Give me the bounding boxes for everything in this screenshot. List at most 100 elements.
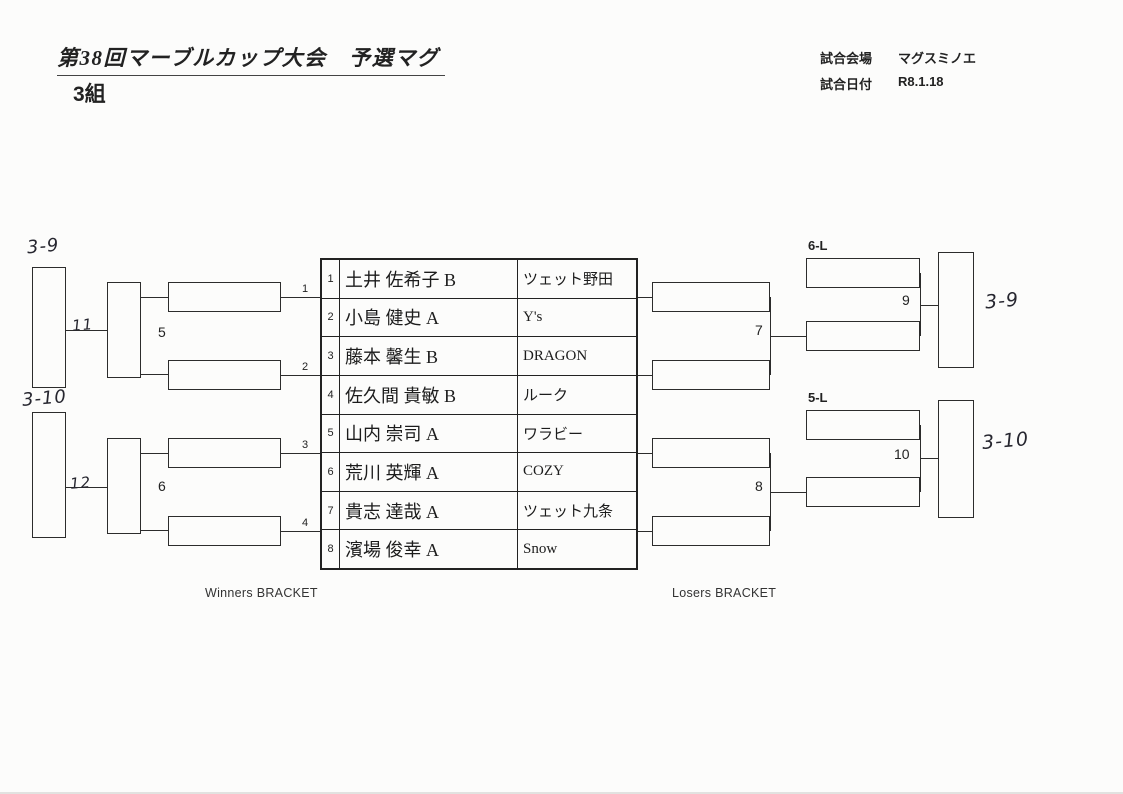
team-name: ツェット野田 xyxy=(523,272,614,289)
venue-value: マグスミノエ xyxy=(898,51,977,66)
bracket-line xyxy=(141,374,168,375)
venue-label: 試合会場 xyxy=(820,51,873,66)
match-number-1: 1 xyxy=(302,283,309,295)
bracket-line xyxy=(920,273,921,336)
losers-semi-box-8w xyxy=(806,477,920,507)
seed-number: 1 xyxy=(322,260,340,298)
losers-semi-box-6l xyxy=(806,258,920,288)
bracket-line xyxy=(638,453,652,454)
losers-final-box-top xyxy=(938,252,974,368)
winners-semi-box-6 xyxy=(107,438,141,534)
match-number-8: 8 xyxy=(755,478,763,494)
losers-final-box-bottom xyxy=(938,400,974,518)
bracket-line xyxy=(141,453,168,454)
player-name: 小島 健史 A xyxy=(340,298,518,337)
bracket-line xyxy=(66,487,107,488)
match-number-4: 4 xyxy=(302,517,309,529)
group-label: 3組 xyxy=(73,83,106,106)
winners-match-box-4 xyxy=(168,516,281,546)
losers-semi-box-5l xyxy=(806,410,920,440)
bracket-line xyxy=(920,305,938,306)
bracket-line xyxy=(920,458,938,459)
seed-number: 2 xyxy=(322,298,340,337)
match-number-6: 6 xyxy=(158,478,166,494)
bracket-line xyxy=(770,492,806,493)
bracket-line xyxy=(281,453,320,454)
table-row: 6 荒川 英輝 A COZY xyxy=(322,453,636,492)
players-table: 1 土井 佐希子 B ツェット野田 2 小島 健史 A Y's 3 藤本 馨生 … xyxy=(320,258,638,570)
handwritten-result-top-left: 3-9 xyxy=(26,234,61,259)
player-name: 土井 佐希子 B xyxy=(340,260,518,298)
bracket-line xyxy=(141,297,168,298)
venue-row: 試合会場 マグスミノエ xyxy=(820,48,976,67)
seed-number: 3 xyxy=(322,337,340,375)
table-row: 4 佐久間 貴敏 B ルーク xyxy=(322,375,636,415)
team-name: COZY xyxy=(523,463,564,480)
player-name: 山内 崇司 A xyxy=(340,414,518,453)
seed-number: 6 xyxy=(322,453,340,491)
seed-number: 5 xyxy=(322,414,340,453)
bracket-line xyxy=(66,330,107,331)
team-name: ルーク xyxy=(523,388,569,405)
handwritten-result-bottom-right: 3-10 xyxy=(981,427,1030,455)
bracket-line xyxy=(638,375,652,376)
bracket-line xyxy=(281,531,320,532)
date-value: R8.1.18 xyxy=(898,74,944,89)
team-name: ツェット九条 xyxy=(523,504,614,521)
player-name: 佐久間 貴敏 B xyxy=(340,375,518,414)
match-number-5: 5 xyxy=(158,324,166,340)
table-row: 7 貴志 達哉 A ツェット九条 xyxy=(322,491,636,531)
handwritten-result-top-right: 3-9 xyxy=(984,288,1020,314)
date-label: 試合日付 xyxy=(820,77,873,92)
table-row: 3 藤本 馨生 B DRAGON xyxy=(322,337,636,376)
handwritten-result-bottom-left: 3-10 xyxy=(21,386,68,411)
losers-match-box-d xyxy=(652,516,770,546)
team-name: Y's xyxy=(523,308,543,325)
player-name: 貴志 達哉 A xyxy=(340,491,518,530)
seed-number: 7 xyxy=(322,491,340,530)
bracket-line xyxy=(638,297,652,298)
winners-bracket-label: Winners BRACKET xyxy=(205,586,318,600)
handwritten-match-11: 11 xyxy=(71,315,94,335)
bracket-line xyxy=(770,336,806,337)
bracket-line xyxy=(281,297,320,298)
winners-match-box-1 xyxy=(168,282,281,312)
handwritten-match-12: 12 xyxy=(69,473,92,493)
scan-edge xyxy=(0,792,1123,794)
bracket-line xyxy=(638,531,652,532)
table-row: 2 小島 健史 A Y's xyxy=(322,298,636,338)
loser-box-label-6l: 6-L xyxy=(808,238,828,253)
player-name: 藤本 馨生 B xyxy=(340,337,518,375)
table-row: 1 土井 佐希子 B ツェット野田 xyxy=(322,260,636,299)
winners-final-box-bottom xyxy=(32,412,66,538)
winners-semi-box-5 xyxy=(107,282,141,378)
match-number-9: 9 xyxy=(902,292,910,308)
losers-match-box-b xyxy=(652,360,770,390)
match-number-2: 2 xyxy=(302,361,309,373)
losers-match-box-c xyxy=(652,438,770,468)
winners-match-box-3 xyxy=(168,438,281,468)
seed-number: 8 xyxy=(322,530,340,568)
losers-bracket-label: Losers BRACKET xyxy=(672,586,777,600)
winners-match-box-2 xyxy=(168,360,281,390)
team-name: DRAGON xyxy=(523,347,588,364)
seed-number: 4 xyxy=(322,375,340,414)
losers-match-box-a xyxy=(652,282,770,312)
match-number-10: 10 xyxy=(894,446,910,462)
match-number-7: 7 xyxy=(755,322,763,338)
winners-final-box-top xyxy=(32,267,66,388)
loser-box-label-5l: 5-L xyxy=(808,390,828,405)
losers-semi-box-7w xyxy=(806,321,920,351)
player-name: 濱場 俊幸 A xyxy=(340,530,518,568)
player-name: 荒川 英輝 A xyxy=(340,453,518,491)
page-title: 第38回マーブルカップ大会 予選マグ xyxy=(57,42,446,76)
bracket-line xyxy=(141,530,168,531)
team-name: ワラビー xyxy=(523,426,584,443)
date-row: 試合日付 R8.1.18 xyxy=(820,74,976,93)
match-number-3: 3 xyxy=(302,439,309,451)
bracket-line xyxy=(281,375,320,376)
table-row: 8 濱場 俊幸 A Snow xyxy=(322,530,636,568)
team-name: Snow xyxy=(523,540,558,557)
table-row: 5 山内 崇司 A ワラビー xyxy=(322,414,636,454)
